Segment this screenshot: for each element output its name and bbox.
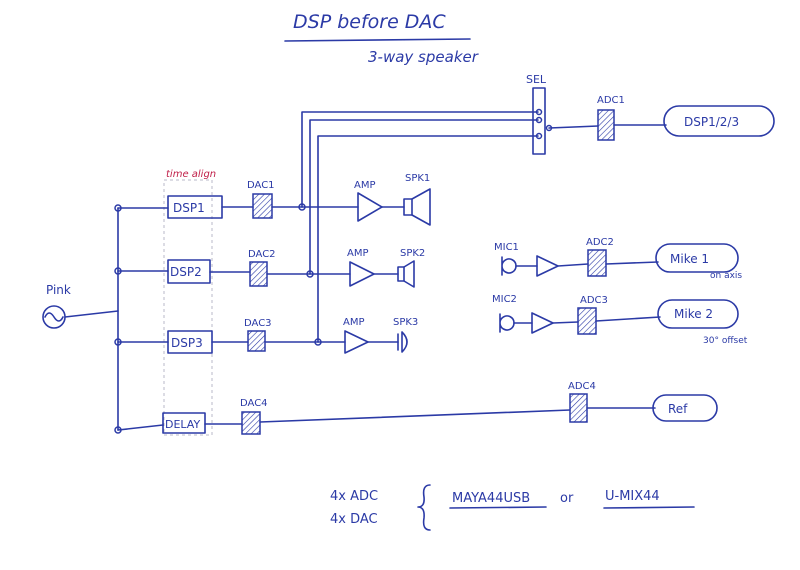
junction-dot (535, 108, 543, 116)
adc4-box (569, 393, 588, 423)
spk3-label: SPK3 (393, 317, 418, 328)
adc1-label: ADC1 (597, 95, 625, 106)
sel-label: SEL (526, 73, 547, 86)
mic1-preamp (536, 255, 559, 277)
dac4-box (241, 411, 261, 435)
dsp3-label: DSP3 (171, 336, 203, 350)
spk2-cone (403, 260, 415, 288)
mike2-node (657, 299, 739, 329)
sine-icon (44, 312, 64, 322)
adc-count: 4x ADC (330, 489, 378, 504)
delay-block (162, 412, 206, 434)
dac2-box (249, 261, 268, 287)
wire (552, 321, 579, 324)
mike1-node (655, 243, 739, 273)
junction-dot (535, 132, 543, 140)
wire (259, 409, 571, 423)
spk3-speaker-icon (397, 331, 408, 353)
adc2-label: ADC2 (586, 237, 614, 248)
dac1-box (252, 193, 273, 219)
feed-line-dsp3 (317, 135, 539, 343)
wire (548, 125, 599, 129)
feed-line-dsp1 (301, 111, 539, 208)
adc2-box (587, 249, 607, 277)
ref-label: Ref (668, 402, 688, 416)
brace (417, 484, 431, 531)
wire (117, 424, 164, 431)
mic2-icon (499, 313, 515, 333)
spk1-label: SPK1 (405, 173, 430, 184)
delay-label: DELAY (165, 418, 200, 431)
dac3-label: DAC3 (244, 318, 272, 329)
dsp-output-label: DSP1/2/3 (684, 115, 739, 129)
option2-underline (603, 506, 695, 509)
mike2-label: Mike 2 (674, 307, 713, 321)
title-underline (284, 38, 471, 42)
ref-node (652, 394, 718, 422)
wire (595, 316, 661, 322)
dac1-label: DAC1 (247, 180, 275, 191)
mic2-preamp (531, 312, 554, 334)
time-align-region (163, 179, 213, 436)
adc3-box (577, 307, 597, 335)
amp1-label: AMP (354, 180, 376, 191)
adc3-label: ADC3 (580, 295, 608, 306)
spk1-speaker-icon (403, 198, 413, 216)
option2-label: U-MIX44 (605, 489, 660, 504)
spk2-speaker-icon (397, 266, 405, 282)
connector-label: or (560, 491, 574, 506)
amp3-symbol (344, 330, 369, 354)
adc4-label: ADC4 (568, 381, 596, 392)
dac2-label: DAC2 (248, 249, 276, 260)
mike2-note: 30° offset (703, 336, 748, 346)
mic2-label: MIC2 (492, 294, 517, 305)
mic1-icon (501, 256, 517, 276)
diagram-subtitle: 3-way speaker (368, 48, 479, 66)
option1-underline (449, 506, 547, 509)
diagram-title: DSP before DAC (293, 11, 446, 33)
source-label: Pink (46, 283, 71, 297)
wire (605, 261, 659, 265)
mike1-note: on axis (710, 271, 742, 281)
mic1-label: MIC1 (494, 242, 519, 253)
amp2-label: AMP (347, 248, 369, 259)
dac3-box (247, 330, 266, 352)
dsp-output-node (663, 105, 775, 137)
source-wire (64, 310, 119, 318)
amp1-symbol (357, 192, 383, 222)
adc1-box (597, 109, 615, 141)
time-align-label: time align (166, 169, 216, 180)
dac-count: 4x DAC (330, 512, 378, 527)
option1-label: MAYA44USB (452, 491, 530, 506)
dsp2-label: DSP2 (170, 265, 202, 279)
mike1-label: Mike 1 (670, 252, 709, 266)
dac4-label: DAC4 (240, 398, 268, 409)
amp3-label: AMP (343, 317, 365, 328)
spk2-label: SPK2 (400, 248, 425, 259)
selector-switch (532, 87, 546, 155)
spk1-cone (411, 188, 431, 226)
dsp1-label: DSP1 (173, 201, 205, 215)
junction-dot (535, 116, 543, 124)
feed-line-dsp2 (309, 119, 539, 275)
wire (557, 263, 589, 267)
amp2-symbol (349, 261, 375, 287)
